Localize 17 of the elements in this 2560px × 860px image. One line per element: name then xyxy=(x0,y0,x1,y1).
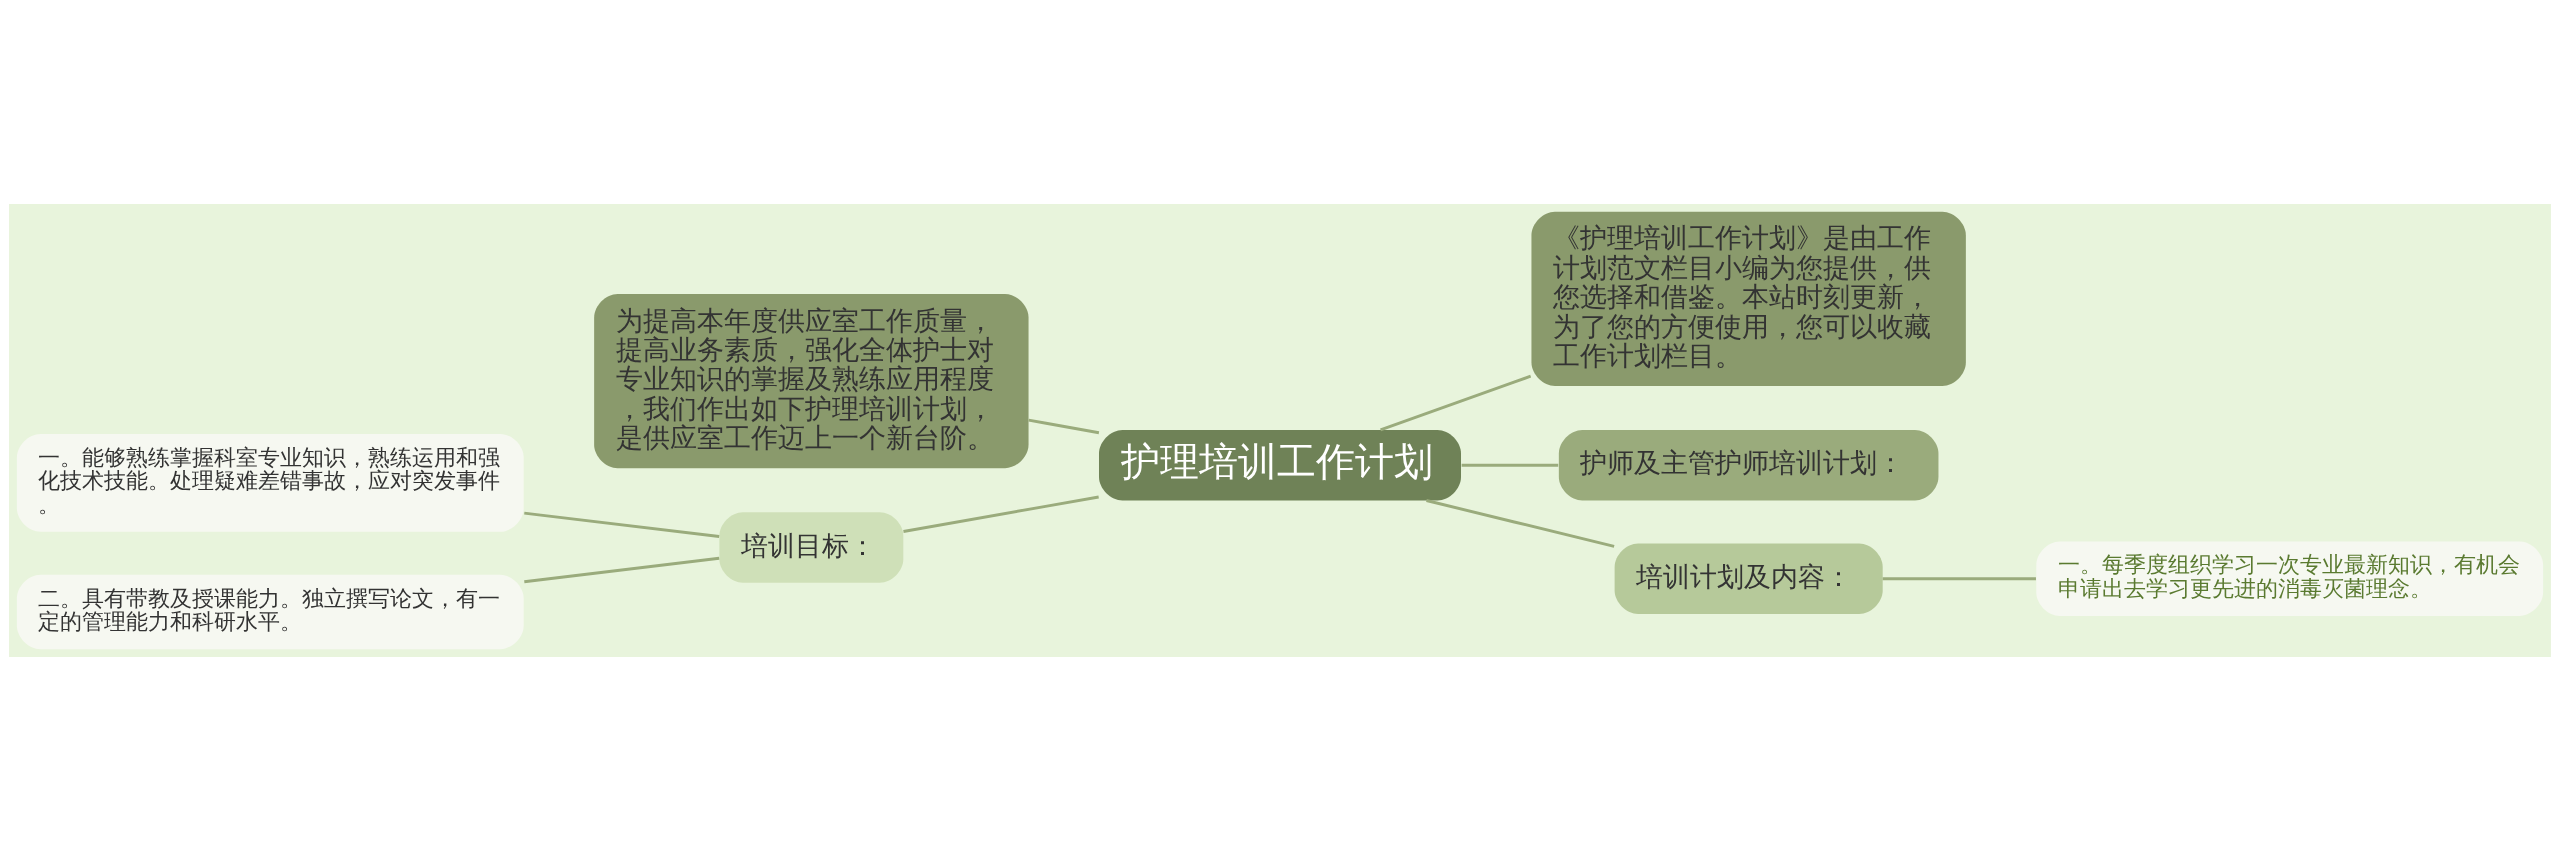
connector xyxy=(1426,498,1615,548)
node-box: 培训目标： xyxy=(719,511,904,583)
node-box: 一。每季度组织学习一次专业最新知识，有机会申请出去学习更先进的消毒灭菌理念。 xyxy=(2036,541,2544,616)
node-box: 培训计划及内容： xyxy=(1614,543,1883,614)
connector xyxy=(524,556,720,583)
node-box: 一。能够熟练掌握科室专业知识，熟练运用和强化技术技能。处理疑难差错事故，应对突发事件。 xyxy=(16,433,524,532)
node-box: 为提高本年度供应室工作质量，提高业务素质，强化全体护士对专业知识的掌握及熟练应用程度，我们作出如下护理培训计划，是供应室工作迈上一个新台阶。 xyxy=(594,293,1029,468)
node-box: 护理培训工作计划 xyxy=(1099,429,1461,500)
node-box: 二。具有带教及授课能力。独立撰写论文，有一定的管理能力和科研水平。 xyxy=(16,574,524,649)
connector xyxy=(1882,576,2036,580)
connector xyxy=(1380,374,1532,431)
connector xyxy=(1028,418,1100,434)
connector xyxy=(1461,463,1559,467)
node-box: 护师及主管护师培训计划： xyxy=(1558,429,1939,500)
connector xyxy=(524,511,720,538)
node-box: 《护理培训工作计划》是由工作计划范文栏目小编为您提供，供您选择和借鉴。本站时刻更新，为了您的方便使用，您可以收藏工作计划栏目。 xyxy=(1531,211,1966,386)
connector xyxy=(903,495,1099,533)
